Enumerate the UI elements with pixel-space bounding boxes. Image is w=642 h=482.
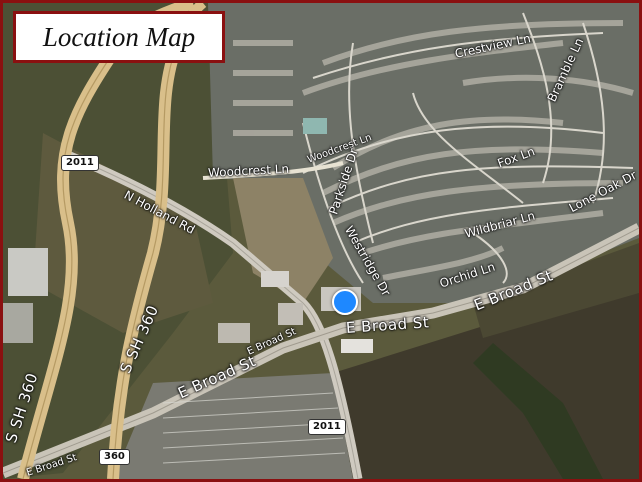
route-2011-shield-south: 2011 <box>308 419 346 435</box>
map-title-box: Location Map <box>13 11 225 63</box>
map-title: Location Map <box>42 21 196 52</box>
satellite-map[interactable] <box>3 3 639 479</box>
route-360-shield: 360 <box>99 449 130 465</box>
route-2011-shield-north: 2011 <box>61 155 99 171</box>
location-dot-icon[interactable] <box>332 289 358 315</box>
